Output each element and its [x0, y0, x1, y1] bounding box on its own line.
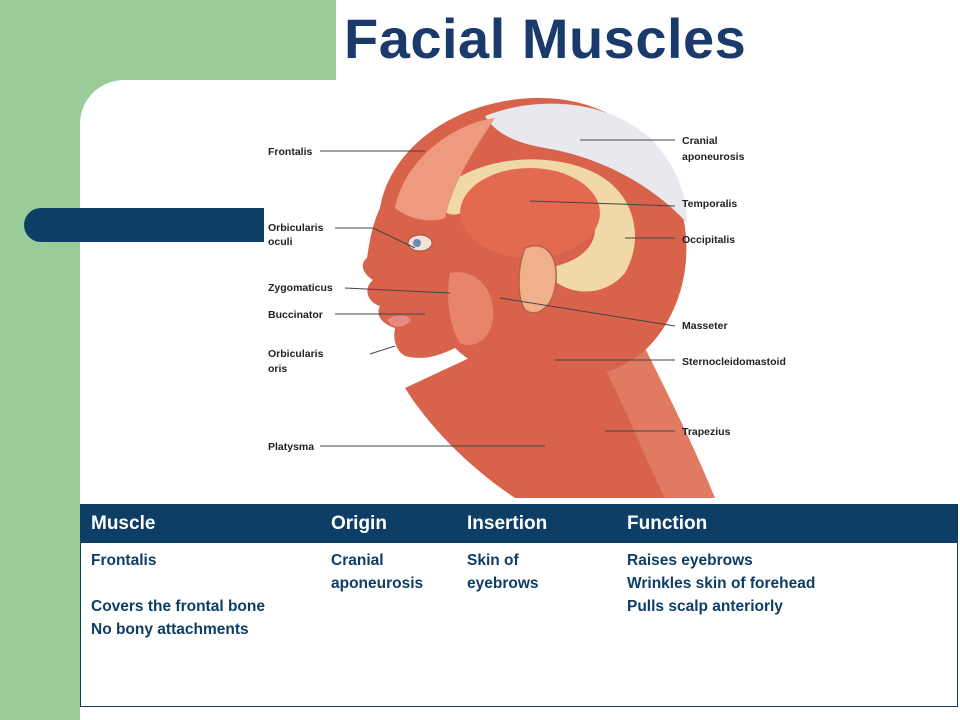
label-masseter: Masseter — [682, 320, 728, 332]
green-left-margin — [0, 0, 80, 720]
muscle-note-2: No bony attachments — [91, 621, 249, 638]
muscle-table: Muscle Origin Insertion Function Frontal… — [80, 504, 958, 707]
origin-line-2: aponeurosis — [331, 575, 424, 592]
table-header-row: Muscle Origin Insertion Function — [80, 504, 958, 543]
insertion-line-2: eyebrows — [467, 575, 539, 592]
origin-line-1: Cranial — [331, 552, 384, 569]
label-trapezius: Trapezius — [682, 426, 731, 438]
table-row: Frontalis Covers the frontal bone No bon… — [81, 543, 958, 707]
decorative-pill-bar — [24, 208, 264, 242]
function-line-1: Raises eyebrows — [627, 552, 753, 569]
cell-insertion: Skin of eyebrows — [457, 543, 617, 707]
spacer — [91, 572, 321, 595]
label-sternocleidomastoid: Sternocleidomastoid — [682, 356, 786, 368]
muscle-note-1: Covers the frontal bone — [91, 598, 265, 615]
label-platysma: Platysma — [268, 441, 314, 453]
header-muscle: Muscle — [80, 504, 321, 543]
header-origin: Origin — [321, 504, 457, 543]
ear-drawing — [518, 245, 557, 314]
label-zygomaticus: Zygomaticus — [268, 282, 333, 294]
function-line-3: Pulls scalp anteriorly — [627, 598, 783, 615]
leader-lines — [320, 139, 676, 447]
title-strip — [336, 0, 960, 80]
anatomy-figure: Frontalis Orbicularis oculi Zygomaticus … — [255, 88, 815, 500]
cell-function: Raises eyebrows Wrinkles skin of forehea… — [617, 543, 958, 707]
label-orbicularis-oris-1: Orbicularis — [268, 348, 324, 360]
cell-origin: Cranial aponeurosis — [321, 543, 457, 707]
label-buccinator: Buccinator — [268, 309, 323, 321]
label-orbicularis-oculi-1: Orbicularis — [268, 222, 324, 234]
slide-title: Facial Muscles — [344, 7, 747, 70]
label-temporalis: Temporalis — [682, 198, 737, 210]
iris-drawing — [413, 239, 421, 247]
masseter-drawing — [448, 272, 494, 346]
insertion-line-1: Skin of — [467, 552, 519, 569]
temporalis-drawing — [460, 168, 600, 258]
head-muscles-illustration: Frontalis Orbicularis oculi Zygomaticus … — [268, 97, 786, 498]
label-cranial-aponeurosis-1: Cranial — [682, 135, 718, 147]
aponeurosis-drawing — [485, 103, 687, 223]
lips-drawing — [387, 315, 411, 327]
muscle-name: Frontalis — [91, 552, 157, 569]
label-cranial-aponeurosis-2: aponeurosis — [682, 151, 745, 163]
label-occipitalis: Occipitalis — [682, 234, 735, 246]
trapezius-drawing — [585, 328, 715, 498]
function-line-2: Wrinkles skin of forehead — [627, 575, 816, 592]
header-insertion: Insertion — [457, 504, 617, 543]
label-orbicularis-oculi-2: oculi — [268, 236, 293, 248]
label-orbicularis-oris-2: oris — [268, 363, 287, 375]
frontalis-drawing — [395, 118, 495, 221]
cell-muscle: Frontalis Covers the frontal bone No bon… — [81, 543, 322, 707]
label-frontalis: Frontalis — [268, 146, 312, 158]
header-function: Function — [617, 504, 958, 543]
